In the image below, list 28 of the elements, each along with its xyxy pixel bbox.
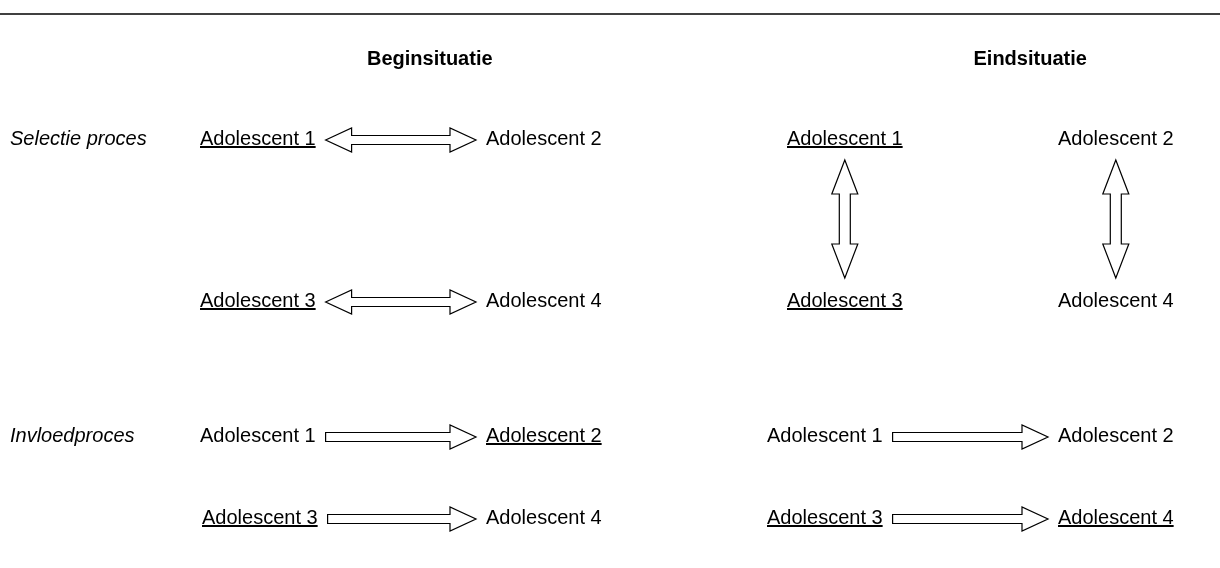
person-label: Adolescent 4 (486, 505, 602, 529)
column-heading: Beginsituatie (367, 46, 493, 70)
person-label: Adolescent 1 (787, 126, 903, 150)
person-label: Adolescent 4 (1058, 505, 1174, 529)
person-label: Adolescent 3 (767, 505, 883, 529)
person-label: Adolescent 2 (486, 423, 602, 447)
double-block-arrow (830, 158, 859, 280)
person-label: Adolescent 2 (1058, 423, 1174, 447)
person-label: Adolescent 2 (486, 126, 602, 150)
double-block-arrow (324, 127, 478, 153)
person-label: Adolescent 1 (200, 423, 316, 447)
person-label: Adolescent 3 (200, 288, 316, 312)
row-label: Invloedproces (10, 423, 135, 447)
block-arrow (327, 506, 478, 532)
person-label: Adolescent 4 (1058, 288, 1174, 312)
row-label: Selectie proces (10, 126, 147, 150)
person-label: Adolescent 3 (202, 505, 318, 529)
person-label: Adolescent 3 (787, 288, 903, 312)
person-label: Adolescent 1 (767, 423, 883, 447)
block-arrow (892, 424, 1050, 450)
person-label: Adolescent 2 (1058, 126, 1174, 150)
block-arrow (325, 424, 478, 450)
double-block-arrow (1101, 158, 1130, 280)
person-label: Adolescent 1 (200, 126, 316, 150)
double-block-arrow (324, 289, 478, 315)
person-label: Adolescent 4 (486, 288, 602, 312)
block-arrow (892, 506, 1050, 532)
column-heading: Eindsituatie (973, 46, 1087, 70)
